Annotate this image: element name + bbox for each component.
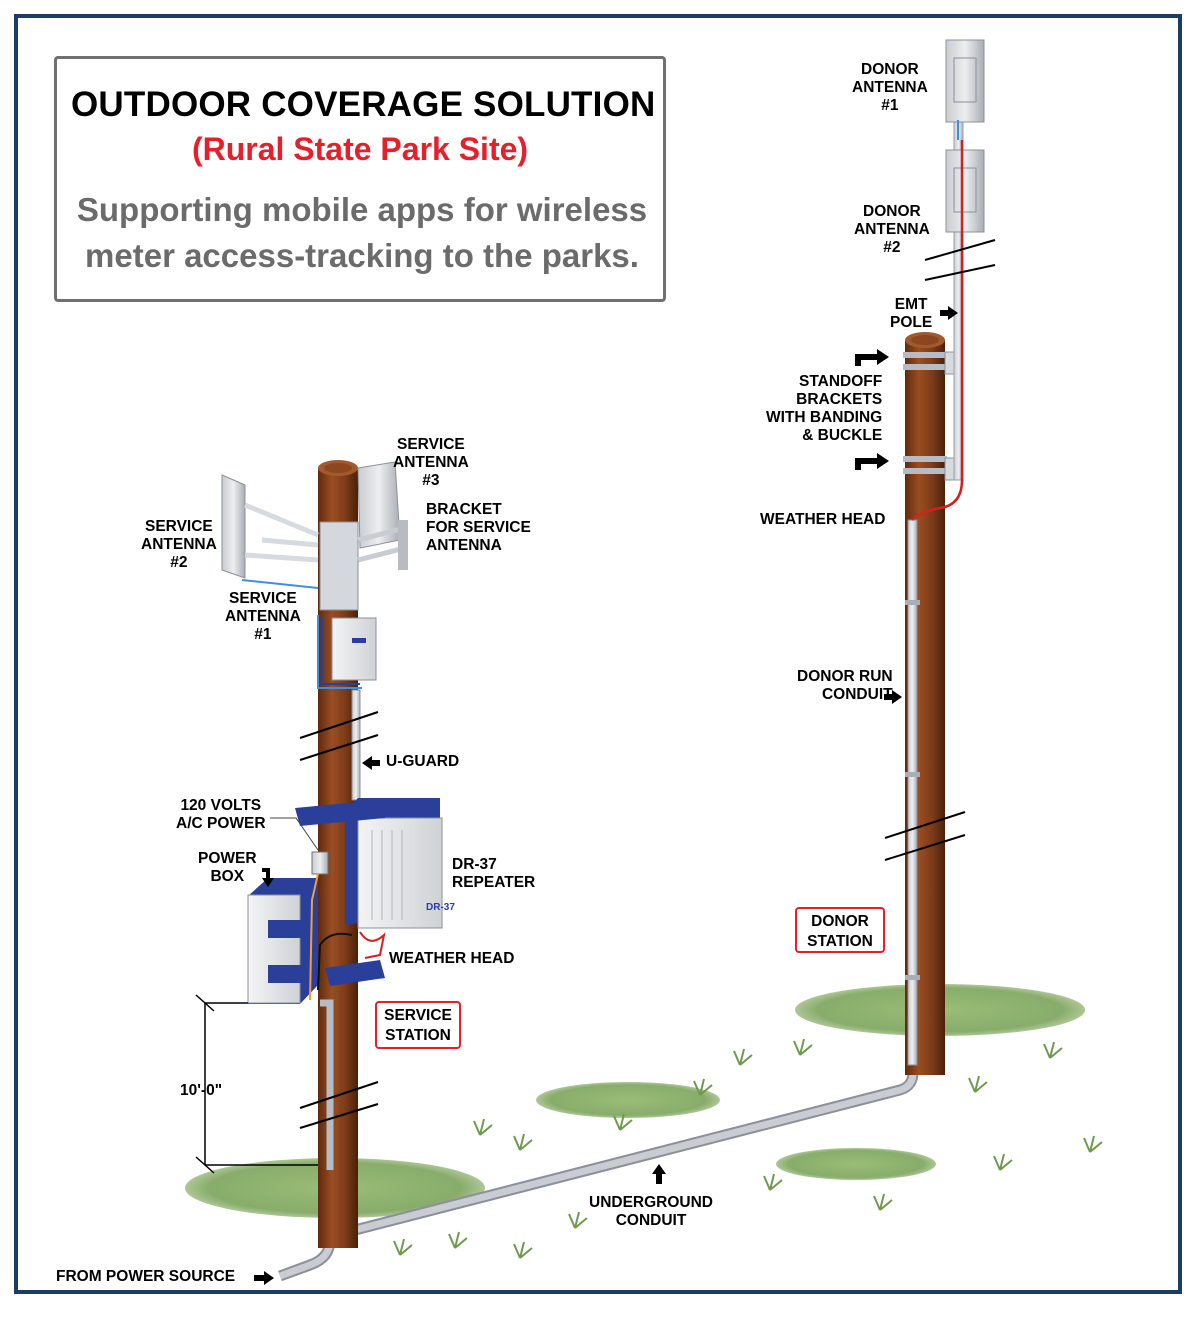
donor-station-badge: DONOR STATION	[795, 907, 885, 953]
page-description: Supporting mobile apps for wireless mete…	[76, 191, 648, 274]
service-antenna-3-label: SERVICE ANTENNA #3	[393, 436, 469, 489]
donor-antenna-1-label: DONOR ANTENNA #1	[852, 61, 928, 114]
from-power-source-label: FROM POWER SOURCE	[56, 1268, 236, 1285]
power-box-label: POWER BOX	[198, 850, 257, 885]
dr37-repeater-unit: DR-37	[345, 798, 455, 929]
page-title: OUTDOOR COVERAGE SOLUTION	[71, 85, 656, 124]
title-box: OUTDOOR COVERAGE SOLUTION (Rural State P…	[54, 56, 666, 302]
height-dimension-line	[195, 994, 318, 1174]
mounting-brackets	[295, 800, 385, 986]
page-subtitle: (Rural State Park Site)	[191, 131, 529, 167]
service-antenna-2	[221, 474, 319, 579]
power-cables	[309, 873, 386, 1170]
donor-antenna-2	[945, 149, 985, 233]
service-antenna-1	[319, 521, 359, 611]
break-marks-left	[299, 711, 379, 1129]
weather-head-right-label: WEATHER HEAD	[760, 511, 886, 528]
height-dimension-label: 10'-0"	[180, 1082, 223, 1099]
power-switch-box	[311, 851, 329, 875]
dr37-repeater-label: DR-37 REPEATER	[452, 856, 536, 891]
donor-cable	[911, 140, 964, 521]
service-cables	[241, 579, 362, 689]
repeater-badge: DR-37	[426, 902, 455, 913]
service-antenna-2-label: SERVICE ANTENNA #2	[141, 518, 217, 571]
weather-head-left-label: WEATHER HEAD	[389, 950, 515, 967]
service-antenna-1-label: SERVICE ANTENNA #1	[225, 590, 301, 643]
emt-pole-label: EMT POLE	[890, 296, 933, 331]
arrows-left	[254, 756, 666, 1285]
grass-tufts	[393, 1038, 1103, 1259]
service-antenna-bracket	[357, 520, 408, 570]
donor-run-conduit-label: DONOR RUN CONDUIT	[797, 668, 893, 703]
u-guard-label: U-GUARD	[386, 753, 460, 770]
power-box-unit	[247, 878, 318, 1004]
donor-antenna-2-label: DONOR ANTENNA #2	[854, 203, 930, 256]
u-guard	[351, 689, 361, 801]
underground-conduit-label: UNDERGROUND CONDUIT	[589, 1194, 713, 1229]
standoff-brackets-label: STANDOFF BRACKETS WITH BANDING & BUCKLE	[766, 373, 883, 444]
power-120v-label: 120 VOLTS A/C POWER	[176, 797, 266, 832]
bracket-for-service-antenna-label: BRACKET FOR SERVICE ANTENNA	[426, 501, 531, 554]
donor-antenna-1	[945, 39, 985, 123]
break-marks-right	[884, 239, 996, 861]
arrows-right	[855, 306, 958, 704]
power-leader-line	[270, 817, 319, 851]
service-station-badge: SERVICE STATION	[375, 1001, 461, 1049]
line-amplifier-unit	[331, 617, 377, 681]
